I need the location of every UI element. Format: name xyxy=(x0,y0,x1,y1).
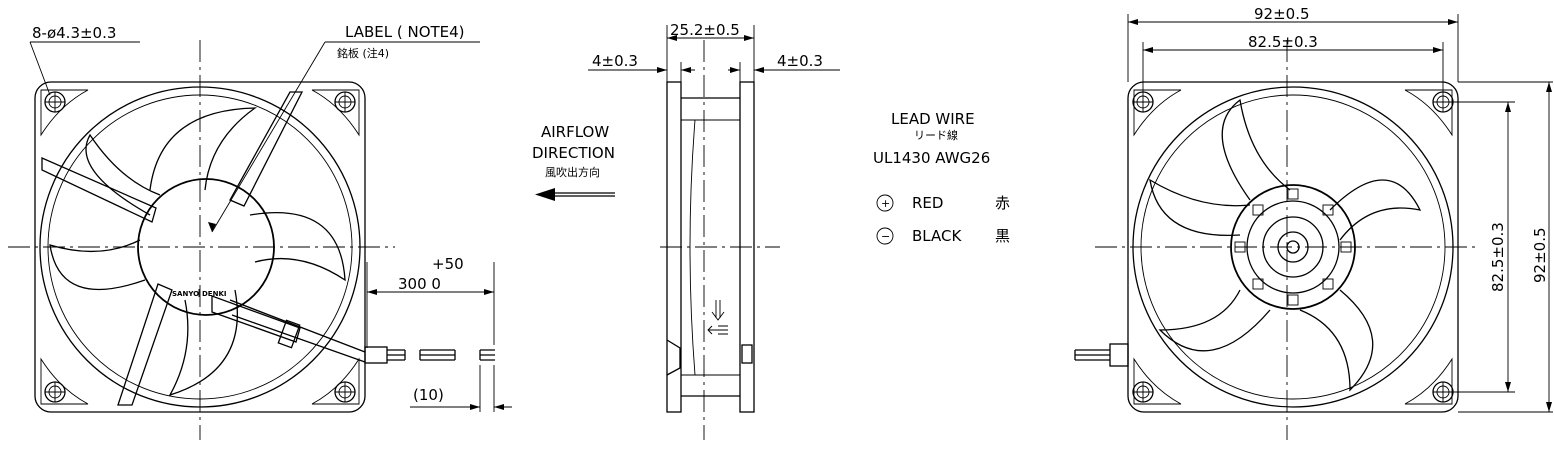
wire-length: 300 0 xyxy=(398,275,441,293)
airflow-arrow-icon xyxy=(535,188,555,201)
strip-length: (10) xyxy=(413,386,444,404)
plus-symbol-icon xyxy=(876,194,894,212)
hub-label-brand2: DENKI xyxy=(202,290,226,298)
lead-wire-note: LEAD WIRE リード線 UL1430 AWG26 + RED 赤 − BL… xyxy=(873,110,1010,245)
hole-callout-leader xyxy=(29,41,140,96)
plus-label: RED xyxy=(912,194,943,212)
rear-venturi-ring xyxy=(1132,86,1454,408)
lead-wire-title-jp: リード線 xyxy=(914,128,958,142)
airflow-line1: AIRFLOW xyxy=(541,123,609,141)
hole-callout: 8-ø4.3±0.3 xyxy=(32,24,116,42)
rear-overall-width-dimline xyxy=(1127,14,1459,82)
plus-label-jp: 赤 xyxy=(995,194,1010,212)
minus-symbol: − xyxy=(881,230,890,243)
plus-symbol: + xyxy=(881,197,890,210)
side-wire-exit xyxy=(666,339,681,376)
front-hub xyxy=(137,178,275,316)
rear-mounting-holes xyxy=(1132,91,1454,403)
front-venturi-inner xyxy=(47,94,353,400)
wire-length-tol: +50 xyxy=(432,255,464,273)
airflow-line2: DIRECTION xyxy=(532,144,615,162)
side-view: 25.2±0.5 4±0.3 4±0.3 xyxy=(588,21,840,440)
side-depth-dim: 25.2±0.5 xyxy=(670,21,740,39)
front-impeller-blades xyxy=(49,107,346,397)
front-struts xyxy=(41,91,366,406)
rear-hub xyxy=(1230,184,1356,310)
side-flange-right-dim: 4±0.3 xyxy=(777,52,823,70)
rear-overall-width: 92±0.5 xyxy=(1254,5,1310,23)
rear-frame-outline xyxy=(1127,81,1459,413)
front-corner-web-tl xyxy=(40,89,89,137)
airflow-line3: 風吹出方向 xyxy=(545,165,600,179)
side-depth-dimline xyxy=(666,25,755,82)
minus-symbol-icon xyxy=(876,227,894,245)
airflow-mark-icon xyxy=(707,325,728,335)
front-venturi-ring xyxy=(39,86,361,408)
front-frame-outline xyxy=(34,81,366,413)
front-mounting-holes xyxy=(44,91,356,403)
rear-hole-pitch-height-dimline xyxy=(1453,101,1515,393)
rear-view: 92±0.5 82.5±0.3 82.5±0.3 92±0.5 xyxy=(1074,5,1553,440)
front-lead-wire xyxy=(364,346,495,364)
rear-hole-pitch-height: 82.5±0.3 xyxy=(1489,222,1507,292)
label-callout-leader xyxy=(211,41,480,233)
rotation-arrow-icon xyxy=(711,300,725,321)
hub-label-brand: SANYO xyxy=(172,290,199,298)
minus-label: BLACK xyxy=(912,227,962,245)
rear-lead-wire xyxy=(1074,343,1129,367)
rear-overall-height: 92±0.5 xyxy=(1531,227,1549,283)
lead-wire-title: LEAD WIRE xyxy=(891,110,975,128)
rear-impeller-blades xyxy=(1149,98,1422,392)
label-callout: LABEL ( NOTE4) xyxy=(345,23,465,41)
rear-hole-pitch-width: 82.5±0.3 xyxy=(1248,33,1318,51)
rear-hole-pitch-width-dimline xyxy=(1142,42,1444,92)
side-flange-left-dim: 4±0.3 xyxy=(592,52,638,70)
front-view: SANYO DENKI 8-ø4.3±0.3 LABEL ( NOTE4) 銘板… xyxy=(8,23,512,440)
minus-label-jp: 黒 xyxy=(995,227,1010,245)
front-corner-web-bl xyxy=(40,357,89,405)
side-body xyxy=(681,97,740,397)
lead-wire-spec: UL1430 AWG26 xyxy=(873,149,990,167)
airflow-arrow-shaft xyxy=(550,192,615,197)
rear-overall-height-dimline xyxy=(1458,81,1553,413)
front-corner-web-br xyxy=(311,357,360,405)
front-corner-web-tr xyxy=(311,89,360,137)
label-callout-arrowhead xyxy=(208,222,216,232)
label-callout-jp: 銘板 (注4) xyxy=(337,46,389,60)
airflow-note: AIRFLOW DIRECTION 風吹出方向 xyxy=(532,123,615,201)
wire-length-dimline xyxy=(366,262,495,348)
